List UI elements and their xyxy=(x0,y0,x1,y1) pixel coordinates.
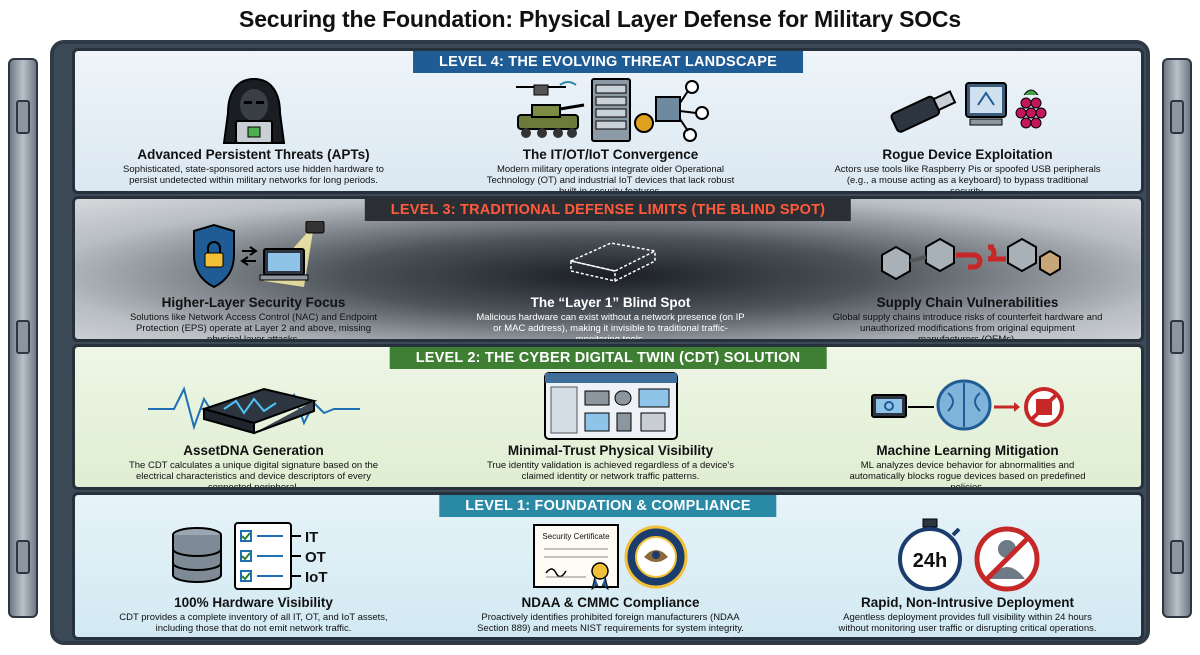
higher-layer-card: Higher-Layer Security Focus Solutions li… xyxy=(75,199,432,339)
card-title: Machine Learning Mitigation xyxy=(876,443,1059,458)
hidden-device-icon xyxy=(568,242,657,282)
right-frame-rail xyxy=(1162,58,1192,618)
broken-chain-icon xyxy=(880,237,1061,281)
card-title: Supply Chain Vulnerabilities xyxy=(876,295,1059,310)
card-description: Modern military operations integrate old… xyxy=(486,164,735,194)
card-title: Advanced Persistent Threats (APTs) xyxy=(137,147,370,162)
page-title: Securing the Foundation: Physical Layer … xyxy=(239,6,961,32)
checklist-database-icon: IT OT IoT xyxy=(171,522,328,590)
card-description: CDT provides a complete inventory of all… xyxy=(119,612,388,634)
card-description: Agentless deployment provides full visib… xyxy=(838,612,1097,634)
level-1-banner: LEVEL 1: FOUNDATION & COMPLIANCE xyxy=(439,495,777,517)
rapid-deployment-card: 24h Rapid, Non-Intrusive Deployment Agen… xyxy=(789,495,1141,637)
certificate-label: Security Certificate xyxy=(542,532,610,541)
card-title: AssetDNA Generation xyxy=(183,443,324,458)
card-description: Actors use tools like Raspberry Pis or s… xyxy=(834,164,1101,194)
card-description: Malicious hardware can exist without a n… xyxy=(476,312,745,342)
hardware-visibility-card: IT OT IoT 100% Hardware Visibility CDT p… xyxy=(75,495,432,637)
card-title: Rapid, Non-Intrusive Deployment xyxy=(860,595,1075,610)
it-ot-iot-card: The IT/OT/IoT Convergence Modern militar… xyxy=(432,51,789,191)
brain-block-icon xyxy=(870,379,1064,431)
card-title: 100% Hardware Visibility xyxy=(174,595,333,610)
ot-label: OT xyxy=(305,549,326,566)
layer-1-blind-spot-card: The “Layer 1” Blind Spot Malicious hardw… xyxy=(432,199,789,339)
level-1-panel: LEVEL 1: FOUNDATION & COMPLIANCE IT OT I… xyxy=(72,492,1144,640)
level-3-panel: LEVEL 3: TRADITIONAL DEFENSE LIMITS (THE… xyxy=(72,196,1144,342)
certificate-seal-icon: Security Certificate xyxy=(532,524,687,591)
card-description: Global supply chains introduce risks of … xyxy=(832,312,1103,342)
iot-label: IoT xyxy=(305,569,328,586)
card-title: Rogue Device Exploitation xyxy=(882,147,1053,162)
ndaa-cmmc-card: Security Certificate NDAA & CMMC Complia… xyxy=(432,495,789,637)
level-2-panel: LEVEL 2: THE CYBER DIGITAL TWIN (CDT) SO… xyxy=(72,344,1144,490)
lock-laptop-spotlight-icon xyxy=(192,221,324,289)
card-description: Proactively identifies prohibited foreig… xyxy=(477,612,744,634)
level-4-panel: LEVEL 4: THE EVOLVING THREAT LANDSCAPE A… xyxy=(72,48,1144,194)
card-title: The IT/OT/IoT Convergence xyxy=(522,147,699,162)
assetdna-card: AssetDNA Generation The CDT calculates a… xyxy=(75,347,432,487)
it-label: IT xyxy=(305,529,318,546)
usb-raspberry-icon xyxy=(890,82,1046,133)
minimal-trust-card: Minimal-Trust Physical Visibility True i… xyxy=(432,347,789,487)
card-title: Higher-Layer Security Focus xyxy=(161,295,346,310)
left-frame-rail xyxy=(8,58,38,618)
level-3-banner: LEVEL 3: TRADITIONAL DEFENSE LIMITS (THE… xyxy=(364,199,852,221)
ml-mitigation-card: Machine Learning Mitigation ML analyzes … xyxy=(789,347,1141,490)
card-description: Sophisticated, state-sponsored actors us… xyxy=(123,164,384,186)
card-title: NDAA & CMMC Compliance xyxy=(521,595,700,610)
level-4-banner: LEVEL 4: THE EVOLVING THREAT LANDSCAPE xyxy=(413,51,803,73)
device-dashboard-icon xyxy=(543,372,678,440)
card-title: Minimal-Trust Physical Visibility xyxy=(507,443,714,458)
apt-card: Advanced Persistent Threats (APTs) Sophi… xyxy=(75,51,432,191)
network-switch-waveform-icon xyxy=(147,386,360,435)
rogue-device-card: Rogue Device Exploitation Actors use too… xyxy=(789,51,1141,194)
card-description: Solutions like Network Access Control (N… xyxy=(129,312,378,342)
tank-drone-server-icon xyxy=(515,78,709,142)
card-title: The “Layer 1” Blind Spot xyxy=(530,295,691,310)
card-description: True identity validation is achieved reg… xyxy=(486,460,734,482)
stopwatch-no-user-icon: 24h xyxy=(897,518,1039,592)
supply-chain-card: Supply Chain Vulnerabilities Global supp… xyxy=(789,199,1141,342)
hooded-hacker-icon xyxy=(222,77,285,144)
level-2-banner: LEVEL 2: THE CYBER DIGITAL TWIN (CDT) SO… xyxy=(389,347,827,369)
card-description: The CDT calculates a unique digital sign… xyxy=(128,460,379,490)
card-description: ML analyzes device behavior for abnormal… xyxy=(849,460,1086,490)
timer-label: 24h xyxy=(912,550,946,572)
